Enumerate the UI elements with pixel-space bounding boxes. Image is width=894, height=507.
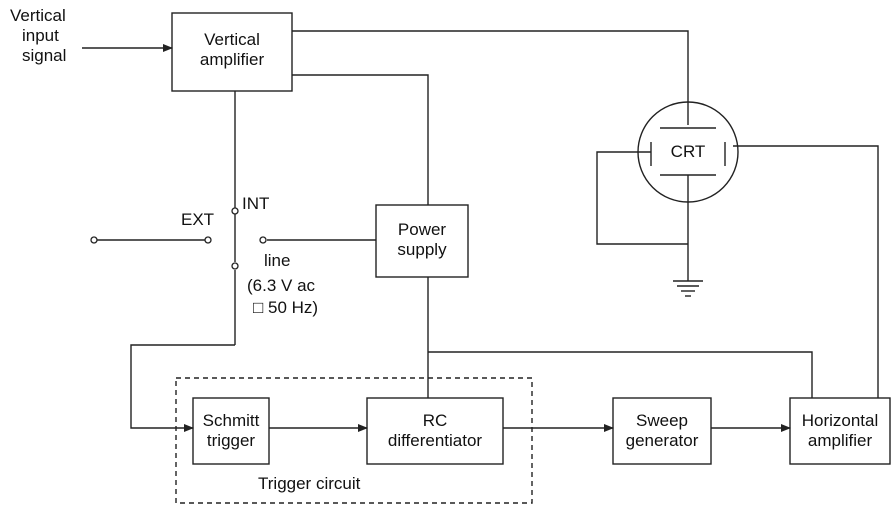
horizontal-amplifier-line1: Horizontal [801, 411, 879, 430]
power-supply-line2: supply [397, 240, 447, 259]
input-label-line1: Vertical [10, 6, 66, 25]
ext-terminal-right [204, 236, 212, 244]
rc-differentiator-line2: differentiator [387, 431, 483, 450]
horizontal-amplifier-label: Horizontal amplifier [790, 411, 890, 451]
horizontal-amplifier-line2: amplifier [807, 431, 873, 450]
vertical-amplifier-line2: amplifier [199, 50, 265, 69]
switch-common-terminal [231, 262, 239, 270]
schmitt-trigger-line1: Schmitt [202, 411, 260, 430]
input-label-line3: signal [22, 46, 67, 65]
power-supply-block [375, 204, 469, 278]
sweep-generator-label: Sweep generator [613, 411, 711, 451]
line-label: line [264, 251, 291, 270]
vertical-amplifier-block [171, 12, 293, 92]
ground-icon [673, 280, 703, 297]
rc-differentiator-label: RC differentiator [367, 411, 503, 451]
vertical-amplifier-line1: Vertical [204, 30, 260, 49]
rc-differentiator-line1: RC [422, 411, 448, 430]
int-label: INT [242, 194, 270, 213]
line-terminal [259, 236, 267, 244]
trigger-circuit-group [175, 377, 533, 504]
line-spec-1: (6.3 V ac [247, 276, 316, 295]
vertical-amplifier-label: Vertical amplifier [172, 30, 292, 70]
trigger-circuit-label: Trigger circuit [258, 474, 361, 493]
sweep-generator-line1: Sweep [636, 411, 688, 430]
schmitt-trigger-label: Schmitt trigger [193, 411, 269, 451]
power-supply-line1: Power [397, 220, 447, 239]
ext-label: EXT [181, 210, 215, 229]
ext-terminal-left [90, 236, 98, 244]
power-supply-label: Power supply [376, 220, 468, 260]
input-label-line2: input [22, 26, 59, 45]
line-spec-2: □ 50 Hz) [253, 298, 319, 317]
crt-label: CRT [670, 142, 706, 161]
vertical-input-signal-label: Vertical input signal [10, 6, 66, 66]
sweep-generator-line2: generator [625, 431, 699, 450]
int-terminal [231, 207, 239, 215]
schmitt-trigger-line2: trigger [206, 431, 256, 450]
